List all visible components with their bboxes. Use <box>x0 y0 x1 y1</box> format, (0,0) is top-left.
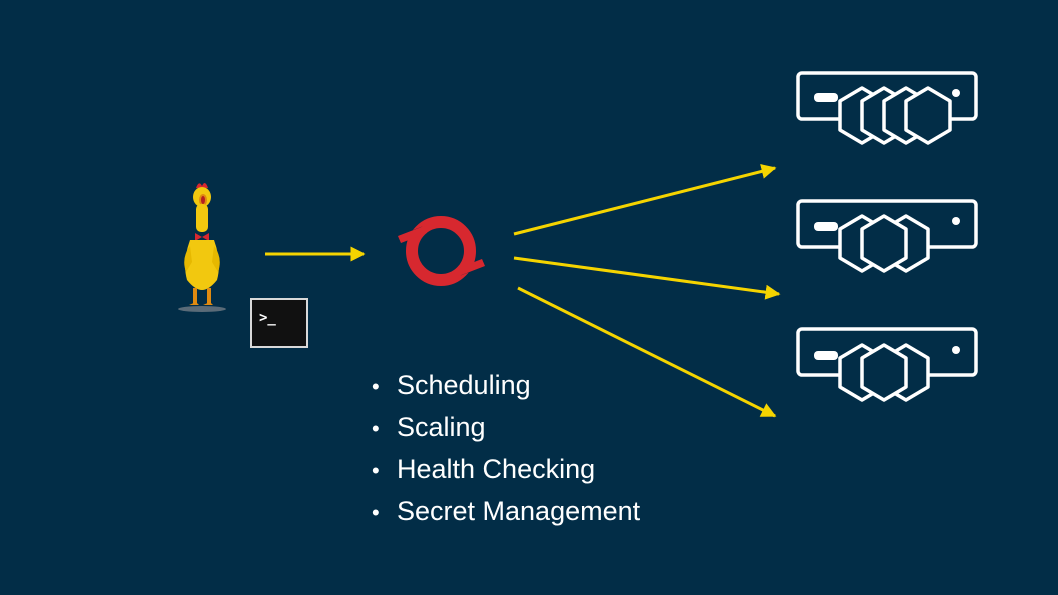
arrow-to-node-3 <box>517 286 777 418</box>
server-node-3 <box>796 327 978 402</box>
feature-item: •Scaling <box>372 412 486 442</box>
openshift-logo-icon <box>395 216 488 286</box>
server-node-1 <box>796 71 978 145</box>
feature-item: •Scheduling <box>372 370 531 400</box>
feature-label: Scheduling <box>397 370 531 400</box>
server-node-2 <box>796 199 978 273</box>
terminal-icon: >_ <box>250 298 308 348</box>
feature-label: Secret Management <box>397 496 641 526</box>
feature-item: •Health Checking <box>372 454 596 484</box>
feature-label: Health Checking <box>397 454 596 484</box>
rubber-chicken-icon <box>178 182 226 312</box>
feature-list: •Scheduling •Scaling •Health Checking •S… <box>372 364 640 532</box>
feature-label: Scaling <box>397 412 486 442</box>
arrow-to-node-2 <box>513 256 781 300</box>
feature-item: •Secret Management <box>372 496 641 526</box>
arrow-to-node-1 <box>513 164 777 236</box>
terminal-prompt: >_ <box>259 310 276 326</box>
